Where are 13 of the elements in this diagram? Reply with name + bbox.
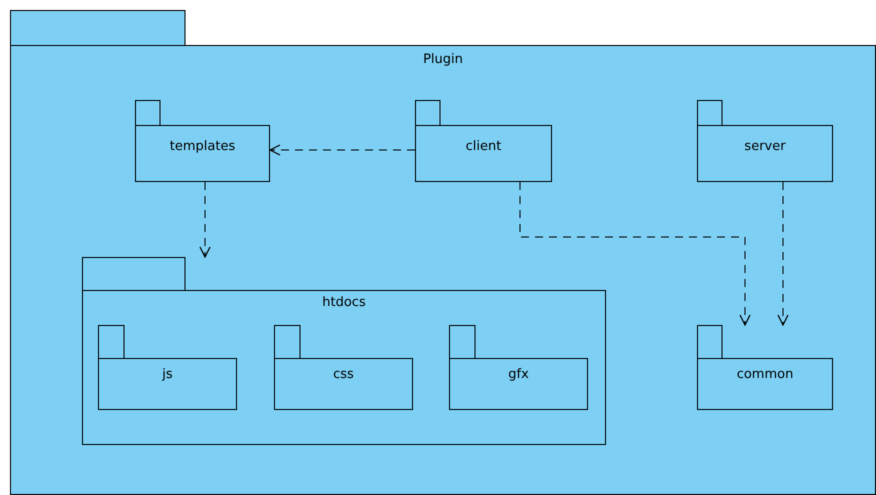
dependency-arrow	[199, 182, 211, 258]
package-label: client	[464, 139, 502, 155]
package-label: Plugin	[422, 52, 464, 68]
dependency-arrow	[777, 182, 789, 326]
package-label: css	[332, 367, 355, 383]
dependency-arrow	[520, 182, 751, 326]
package-label: js	[161, 367, 174, 383]
package-label: server	[743, 139, 787, 155]
package-label: gfx	[507, 367, 530, 383]
package-label: htdocs	[321, 295, 367, 311]
package-label: templates	[168, 139, 236, 155]
package-label: common	[736, 367, 794, 383]
dependency-arrow	[269, 144, 416, 156]
